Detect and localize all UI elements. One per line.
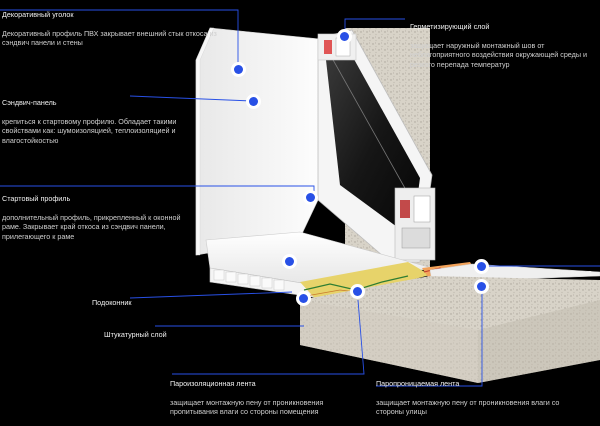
label-sealing-layer-desc: защищает наружный монтажный шов от небла… bbox=[410, 40, 588, 69]
marker-sill[interactable] bbox=[282, 254, 297, 269]
label-decor-corner-title: Декоративный уголок bbox=[2, 9, 74, 19]
marker-sandwich-panel[interactable] bbox=[246, 94, 261, 109]
marker-drip[interactable] bbox=[474, 259, 489, 274]
marker-vapor-tape[interactable] bbox=[350, 284, 365, 299]
label-start-profile: Стартовый профиль дополнительный профиль… bbox=[2, 184, 182, 251]
label-decor-corner: Декоративный уголок Декоративный профиль… bbox=[2, 0, 238, 57]
label-plaster: Штукатурный слой bbox=[104, 320, 224, 349]
label-start-profile-desc: дополнительный профиль, прикрепленный к … bbox=[2, 212, 181, 241]
marker-vapor-perm-tape[interactable] bbox=[474, 279, 489, 294]
label-drip: Водоотлив bbox=[556, 258, 600, 287]
marker-start-profile[interactable] bbox=[303, 190, 318, 205]
label-vapor-tape-desc: защищает монтажную пену от проникновения… bbox=[170, 397, 324, 417]
sandwich-panel-shape bbox=[195, 27, 331, 256]
label-vapor-perm-tape-title: Паропроницаемая лента bbox=[376, 378, 460, 388]
label-sealing-layer: Герметизирующий слой защищает наружный м… bbox=[410, 12, 598, 79]
marker-plaster[interactable] bbox=[296, 291, 311, 306]
label-vapor-tape: Пароизоляционная лента защищает монтажну… bbox=[170, 369, 370, 426]
label-sealing-layer-title: Герметизирующий слой bbox=[410, 21, 490, 31]
label-drip-title: Водоотлив bbox=[556, 267, 592, 277]
label-sandwich-panel-desc: крепиться к стартовому профилю. Обладает… bbox=[2, 116, 177, 145]
label-sandwich-panel: Сэндвич-панель крепиться к стартовому пр… bbox=[2, 88, 182, 155]
window-installation-illustration bbox=[0, 9, 600, 387]
label-sandwich-panel-title: Сэндвич-панель bbox=[2, 97, 57, 107]
label-vapor-perm-tape: Паропроницаемая лента защищает монтажную… bbox=[376, 369, 576, 426]
label-start-profile-title: Стартовый профиль bbox=[2, 193, 71, 203]
label-vapor-tape-title: Пароизоляционная лента bbox=[170, 378, 256, 388]
label-sill: Подоконник bbox=[92, 288, 192, 317]
marker-sealing-layer[interactable] bbox=[337, 29, 352, 44]
marker-decor-corner[interactable] bbox=[231, 62, 246, 77]
label-plaster-title: Штукатурный слой bbox=[104, 329, 167, 339]
label-vapor-perm-tape-desc: защищает монтажную пену от проникновения… bbox=[376, 397, 560, 417]
mounting-foam bbox=[300, 262, 430, 304]
wall-corner-edge bbox=[195, 27, 215, 256]
label-sill-title: Подоконник bbox=[92, 297, 132, 307]
label-decor-corner-desc: Декоративный профиль ПВХ закрывает внешн… bbox=[2, 28, 217, 48]
